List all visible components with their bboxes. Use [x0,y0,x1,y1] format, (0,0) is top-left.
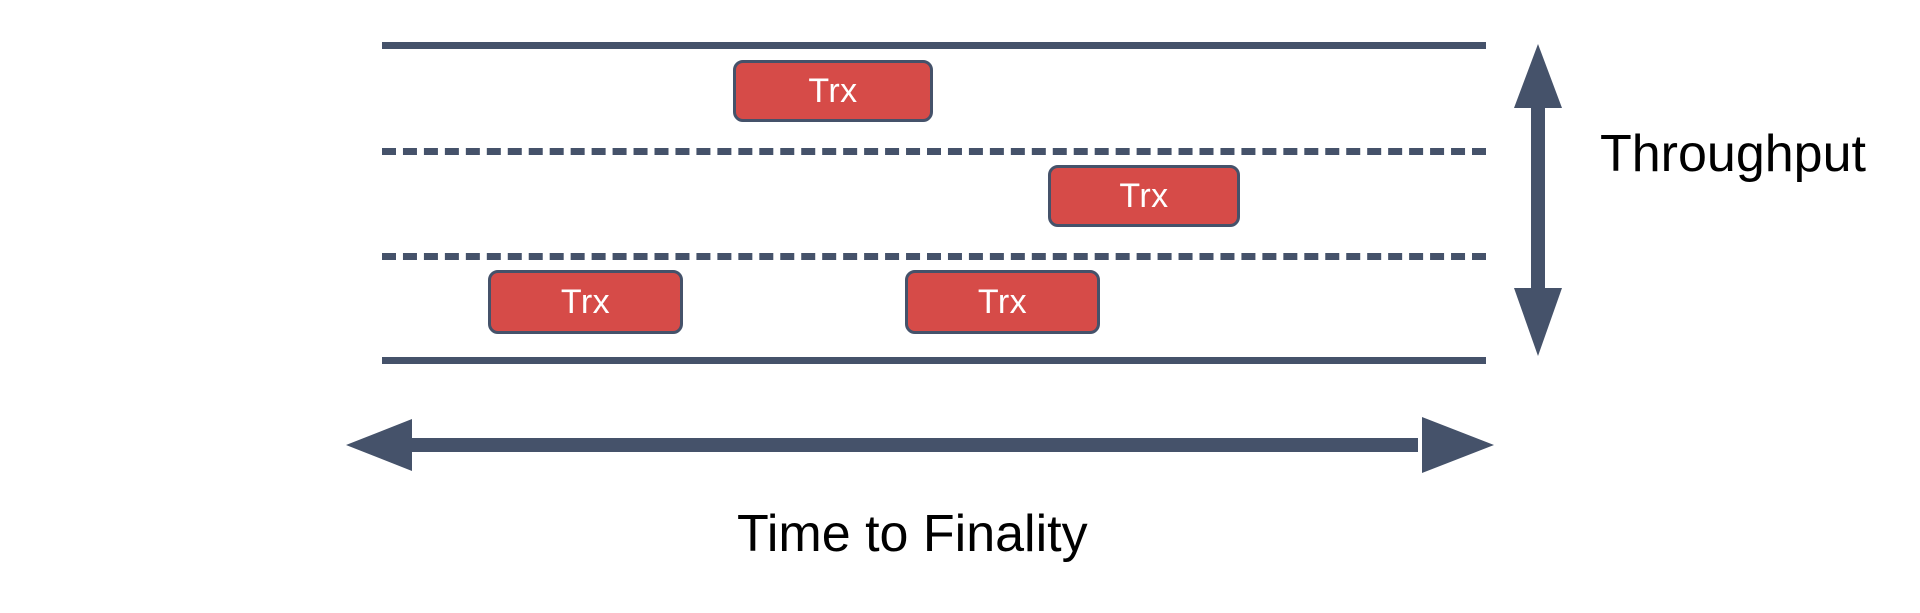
lane-divider-line-1 [382,148,1486,155]
transaction-label: Trx [977,283,1028,321]
transaction-label: Trx [1119,177,1169,215]
throughput-axis-label: Throughput [1600,125,1866,183]
double-headed-vertical-arrow-icon [1514,44,1562,356]
transaction-box: Trx [905,270,1100,334]
transaction-box: Trx [488,270,683,334]
transaction-label: Trx [560,283,611,321]
lane-bottom-boundary-line [382,357,1486,364]
double-headed-horizontal-arrow-icon [346,417,1494,473]
transaction-box: Trx [733,60,933,122]
lane-divider-line-2 [382,253,1486,260]
lane-top-boundary-line [382,42,1486,49]
transaction-box: Trx [1048,165,1240,227]
time-to-finality-axis-label: Time to Finality [737,505,1088,563]
transaction-label: Trx [808,72,858,110]
